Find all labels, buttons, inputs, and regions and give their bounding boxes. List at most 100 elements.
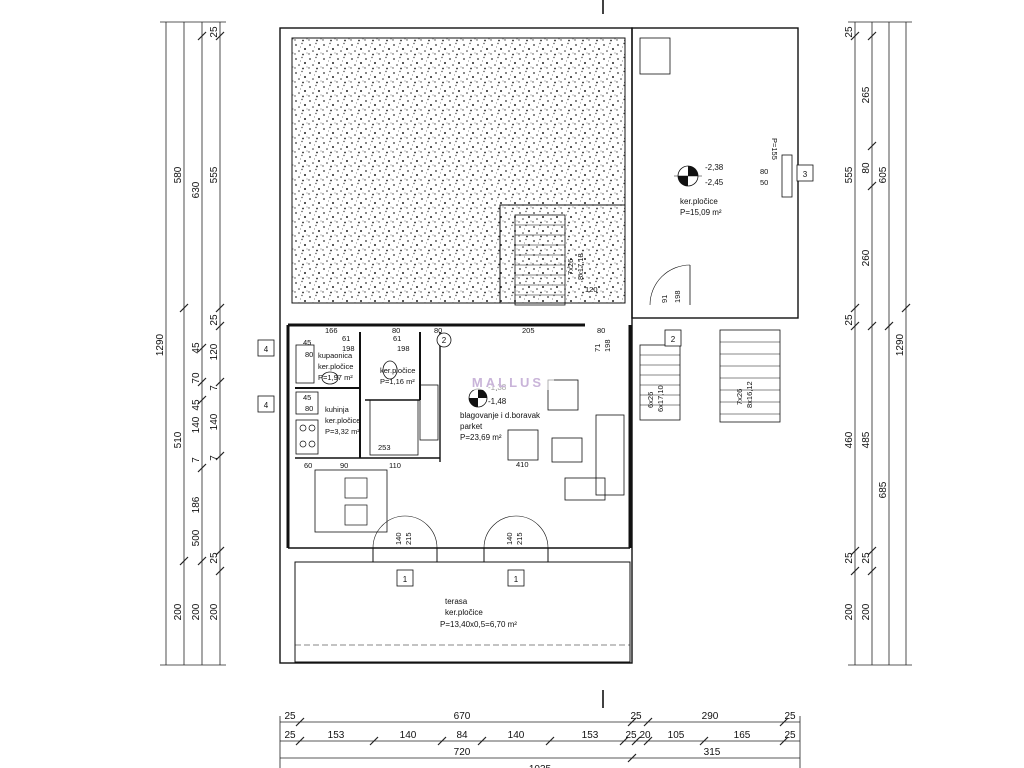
label-60: 60 [304,461,312,470]
dim-bottom-25e: 25 [625,730,637,741]
label-253: 253 [378,443,391,452]
tag-3-window: 3 [803,170,808,179]
dim-bottom-670: 670 [454,711,471,722]
label-61b: 61 [393,334,401,343]
dim-right-200b: 200 [861,603,872,620]
dim-left-200c: 200 [209,603,220,620]
tag-2-stair: 2 [671,335,676,344]
label-71: 71 [593,344,602,352]
room-terrace-sub: ker.pločice [445,608,483,617]
walls [279,0,799,708]
tag-4-kitchen: 4 [264,401,269,410]
dim-right-25a: 25 [844,26,855,38]
label-80b: 80 [434,326,442,335]
room-kitchen-sub: ker.pločice [325,416,360,425]
dim-right-555: 555 [844,166,855,183]
room-terrace: terasa ker.pločice P=13,40x0,5=6,70 m² [440,597,517,629]
dim-right-1290: 1290 [895,333,906,356]
dim-bottom-140b: 140 [508,730,525,741]
room-living: -1,38 -1,48 blagovanje i d.boravak parke… [460,383,541,442]
room-bathroom-name: kupaonica [318,351,353,360]
dim-bottom-25b: 25 [630,711,642,722]
room-upper-area: P=15,09 m² [680,208,722,217]
label-stair2-a: 6x26 [646,392,655,408]
label-198c: 198 [673,290,682,303]
room-living-level2: -1,48 [488,397,507,406]
room-kitchen: kuhinja ker.pločice P=3,32 m² [325,405,360,436]
room-kitchen-area: P=3,32 m² [325,427,360,436]
label-80d: 80 [305,404,313,413]
dim-left-7b: 7 [209,385,220,391]
dim-bottom-315: 315 [704,747,721,758]
dim-left-500: 500 [191,529,202,546]
label-140a: 140 [394,532,403,545]
dim-right-25b: 25 [844,314,855,326]
bottom-dimension-lines [279,716,801,768]
level-marker-living [468,388,488,408]
label-166: 166 [325,326,338,335]
dim-bottom-165: 165 [734,730,751,741]
bottom-dimension-labels: 25 670 25 290 25 25 153 140 84 140 153 2… [284,711,796,768]
label-205: 205 [522,326,535,335]
room-wc-name: ker.pločice [380,366,415,375]
label-198b: 198 [397,344,410,353]
dim-right-485: 485 [861,431,872,448]
label-80c: 80 [305,350,313,359]
room-terrace-area: P=13,40x0,5=6,70 m² [440,620,517,629]
label-410: 410 [516,460,529,469]
dim-left-630: 630 [191,181,202,198]
dim-left-45b: 45 [191,399,202,411]
room-upper-level2: -2,45 [705,178,724,187]
label-45a: 45 [303,338,311,347]
label-win-50: 50 [760,178,768,187]
dim-left-555: 555 [209,166,220,183]
room-bathroom: kupaonica ker.pločice P=1,97 m² [318,351,353,382]
left-dimension-labels: 1290 580 510 200 630 45 70 45 140 7 186 … [155,26,220,620]
dim-left-1290: 1290 [155,333,166,356]
room-bathroom-sub: ker.pločice [318,362,353,371]
room-upper-right: -2,38 -2,45 ker.pločice P=15,09 m² [680,163,724,217]
room-wc-area: P=1,16 m² [380,377,415,386]
label-215b: 215 [515,532,524,545]
dim-left-200b: 200 [191,603,202,620]
tag-2-door: 2 [442,336,447,345]
label-win-80: 80 [760,167,768,176]
interior-dimensions: P=155 80 50 166 80 80 205 61 198 61 198 … [303,138,779,545]
label-120: 120 [585,285,598,294]
dim-bottom-290: 290 [702,711,719,722]
label-198d: 198 [603,339,612,352]
label-140b: 140 [505,532,514,545]
label-stair1-b: 8x17,18 [576,253,585,280]
label-45b: 45 [303,393,311,402]
dim-right-260: 260 [861,249,872,266]
room-terrace-name: terasa [445,597,468,606]
dim-left-25c: 25 [209,552,220,564]
label-p155: P=155 [770,138,779,160]
tag-4-bathroom: 4 [264,345,269,354]
room-bathroom-area: P=1,97 m² [318,373,353,382]
dim-left-186: 186 [191,496,202,513]
watermark-text: MALLUS [472,375,544,390]
label-198a: 198 [342,344,355,353]
dim-left-140b: 140 [209,413,220,430]
right-dimension-lines [848,21,912,666]
dim-left-580: 580 [173,166,184,183]
room-upper-name: ker.pločice [680,197,718,206]
dim-left-140a: 140 [191,416,202,433]
dim-bottom-20: 20 [639,730,651,741]
dim-right-605: 605 [878,166,889,183]
watermark-logo: MALLUS [462,374,554,390]
dim-bottom-153a: 153 [328,730,345,741]
room-living-area: P=23,69 m² [460,433,502,442]
dim-left-25b: 25 [209,314,220,326]
tag-1-right: 1 [514,575,519,584]
label-215a: 215 [404,532,413,545]
dim-bottom-1035: 1035 [529,764,552,768]
dim-right-460: 460 [844,431,855,448]
dim-bottom-25a: 25 [284,711,296,722]
label-61a: 61 [342,334,350,343]
tag-1-left: 1 [403,575,408,584]
label-80e: 80 [597,326,605,335]
dim-bottom-84: 84 [456,730,468,741]
